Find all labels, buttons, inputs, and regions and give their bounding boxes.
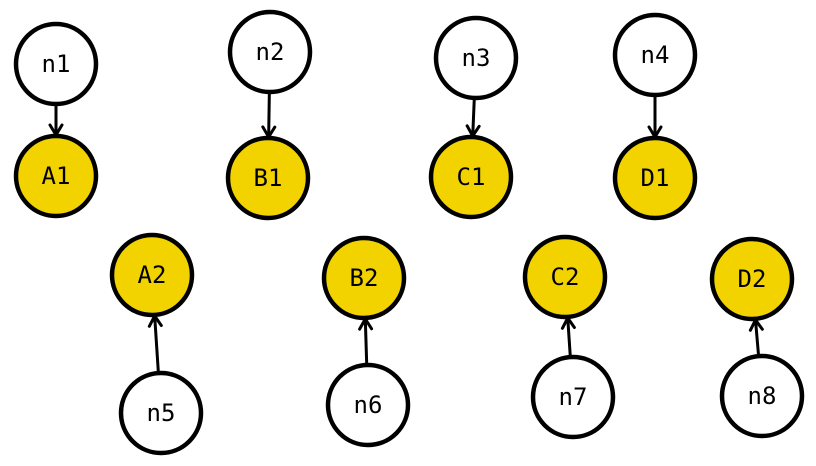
node-label: B1 [254, 164, 283, 192]
edge-line [471, 96, 476, 138]
node-circle [612, 135, 698, 221]
node-label: n3 [462, 44, 491, 72]
node-n2: n2 [227, 9, 313, 95]
node-n8: n8 [719, 353, 805, 439]
edge-line [153, 314, 160, 375]
node-n7: n7 [530, 354, 616, 440]
node-D1: D1 [612, 135, 698, 221]
node-C1: C1 [428, 134, 514, 220]
edge-line [267, 90, 271, 139]
node-label: n6 [354, 391, 383, 419]
edge-n1-to-A1 [48, 102, 64, 137]
node-circle [709, 236, 795, 322]
node-D2: D2 [709, 236, 795, 322]
edge-line [566, 316, 572, 359]
node-label: B2 [350, 264, 379, 292]
node-n6: n6 [325, 362, 411, 448]
node-circle [325, 362, 411, 448]
node-n5: n5 [118, 370, 204, 456]
edge-n8-to-D2 [748, 318, 764, 358]
node-label: A1 [42, 162, 71, 190]
node-label: n2 [256, 38, 285, 66]
edges-layer [48, 90, 764, 375]
node-circle [225, 135, 311, 221]
edge-n7-to-C2 [560, 316, 576, 359]
node-label: n7 [559, 383, 588, 411]
node-label: n1 [42, 50, 71, 78]
node-circle [612, 12, 698, 98]
node-circle [13, 21, 99, 107]
node-label: n4 [641, 41, 670, 69]
node-n3: n3 [433, 15, 519, 101]
node-label: C2 [551, 263, 580, 291]
edge-n3-to-C1 [465, 96, 481, 138]
node-label: A2 [138, 261, 167, 289]
node-C2: C2 [522, 234, 608, 320]
node-circle [433, 15, 519, 101]
node-n1: n1 [13, 21, 99, 107]
node-label: D2 [738, 265, 767, 293]
node-label: n5 [147, 399, 176, 427]
node-B1: B1 [225, 135, 311, 221]
node-circle [428, 134, 514, 220]
node-n4: n4 [612, 12, 698, 98]
edge-line [363, 317, 369, 367]
node-A2: A2 [109, 232, 195, 318]
node-circle [227, 9, 313, 95]
edge-n5-to-A2 [147, 314, 163, 375]
edge-n6-to-B2 [358, 317, 374, 367]
node-circle [321, 235, 407, 321]
node-label: D1 [641, 164, 670, 192]
node-circle [118, 370, 204, 456]
edge-n4-to-D1 [647, 93, 663, 139]
node-B2: B2 [321, 235, 407, 321]
node-label: n8 [748, 382, 777, 410]
node-circle [719, 353, 805, 439]
edge-n2-to-B1 [261, 90, 277, 139]
node-A1: A1 [13, 133, 99, 219]
node-label: C1 [457, 163, 486, 191]
node-circle [530, 354, 616, 440]
node-circle [13, 133, 99, 219]
node-circle [522, 234, 608, 320]
edge-line [753, 318, 761, 358]
node-circle [109, 232, 195, 318]
